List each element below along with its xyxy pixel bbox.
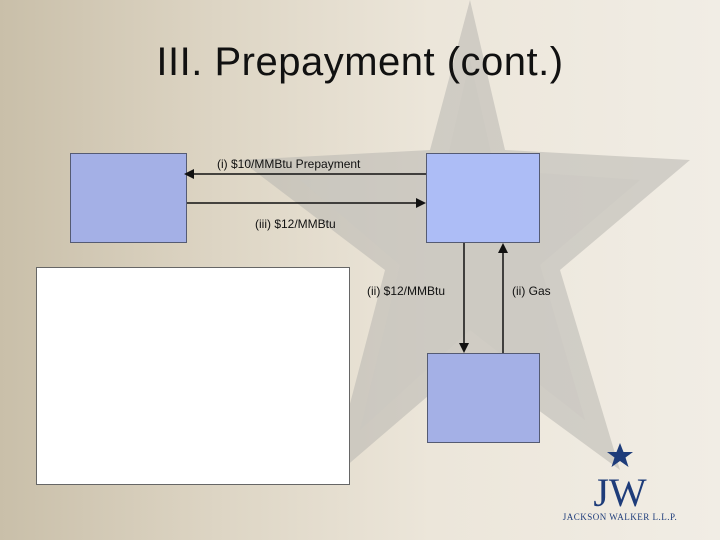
label-prepayment: (i) $10/MMBtu Prepayment <box>217 157 361 171</box>
logo-name: JACKSON WALKER L.L.P. <box>562 512 678 522</box>
party-box-top-left <box>70 153 187 243</box>
logo-star-icon: JW <box>593 443 647 512</box>
party-box-bottom-right <box>427 353 540 443</box>
party-box-top-right <box>426 153 540 243</box>
label-payment-back: (iii) $12/MMBtu <box>255 217 336 231</box>
company-logo: JW JACKSON WALKER L.L.P. <box>555 440 685 530</box>
content-box <box>36 267 350 485</box>
logo-monogram: JW <box>593 470 647 512</box>
slide-title: III. Prepayment (cont.) <box>156 40 564 84</box>
label-payment-down: (ii) $12/MMBtu <box>367 284 446 298</box>
label-gas: (ii) Gas <box>512 284 551 298</box>
